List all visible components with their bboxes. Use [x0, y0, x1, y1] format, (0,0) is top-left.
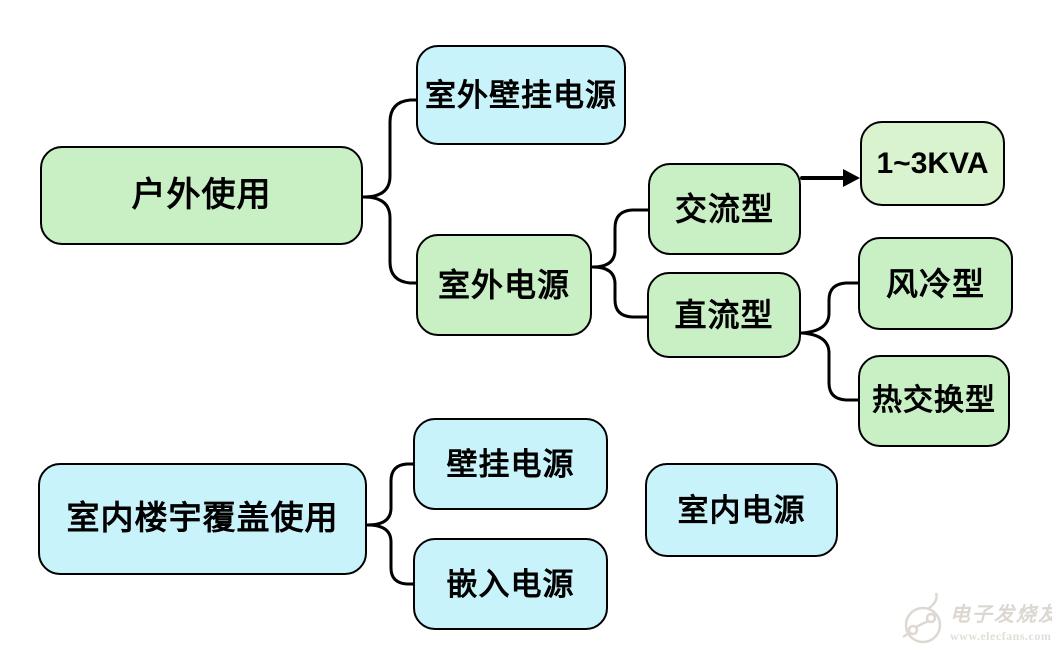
node-ac-type: 交流型 [648, 163, 801, 255]
node-wall-mounted-power: 壁挂电源 [413, 418, 608, 510]
connector-indoor-building-down [366, 523, 416, 586]
elecfans-logo-icon [902, 592, 942, 644]
node-heat-exchange-type: 热交换型 [858, 355, 1010, 447]
watermark-brand: 电子发烧友 [950, 604, 1052, 626]
node-outdoor-wall-power: 室外壁挂电源 [416, 45, 626, 145]
connector-outdoor-use-up [362, 98, 419, 199]
connector-dc-type-down [800, 331, 861, 402]
connector-dc-type-up [800, 281, 861, 335]
connector-ac-kva-arrowhead [843, 169, 860, 187]
connector-outdoor-power-down [591, 265, 650, 319]
watermark: 电子发烧友 www.elecfans.com [898, 592, 1052, 648]
node-indoor-building-coverage: 室内楼宇覆盖使用 [38, 463, 367, 575]
node-outdoor-use: 户外使用 [40, 146, 363, 245]
node-indoor-power: 室内电源 [645, 463, 838, 557]
connector-outdoor-use-down [362, 195, 419, 285]
connector-indoor-building-up [366, 462, 416, 527]
watermark-url: www.elecfans.com [950, 629, 1052, 643]
node-dc-type: 直流型 [647, 272, 801, 358]
node-embedded-power: 嵌入电源 [413, 538, 608, 630]
connector-outdoor-power-up [591, 208, 651, 269]
node-outdoor-power: 室外电源 [416, 234, 592, 336]
node-1-3kva: 1~3KVA [860, 121, 1005, 206]
node-air-cooled-type: 风冷型 [858, 237, 1013, 330]
watermark-text: 电子发烧友 www.elecfans.com [950, 598, 1052, 644]
